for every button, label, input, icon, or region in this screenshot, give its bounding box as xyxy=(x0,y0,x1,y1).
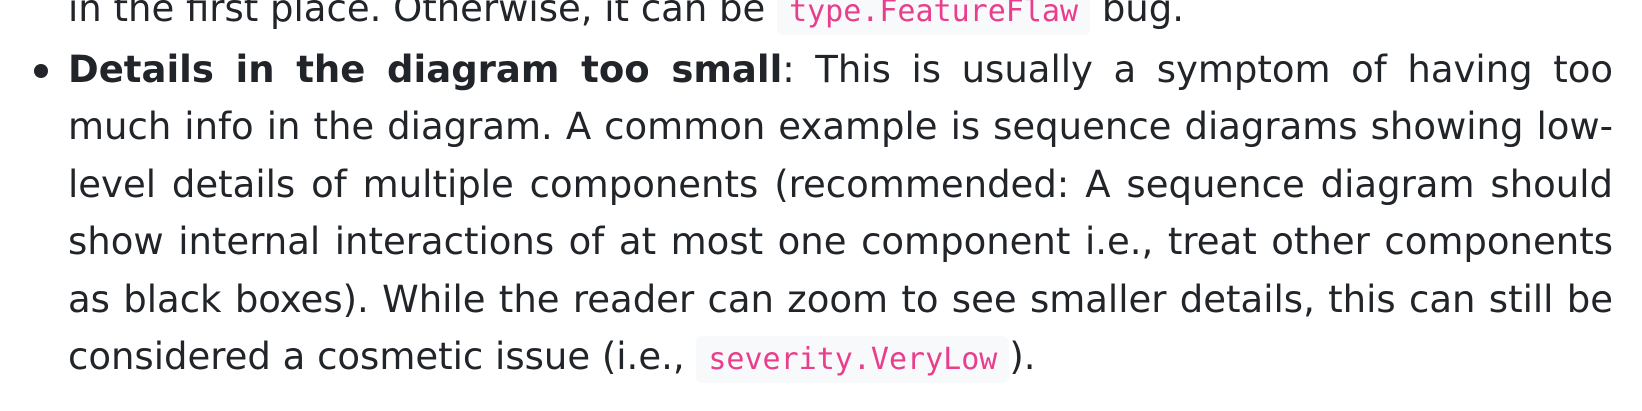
item-description-continued: While the reader can zoom to see smaller… xyxy=(68,277,1613,379)
bullet-list: Details in the diagram too small: This i… xyxy=(34,41,1613,389)
previous-item-tail: in the first place. Otherwise, it can be… xyxy=(68,0,1613,41)
previous-item-text-end: bug. xyxy=(1101,0,1184,30)
list-item: Details in the diagram too small: This i… xyxy=(34,41,1613,389)
item-description-end: ). xyxy=(1009,335,1036,378)
feature-flaw-code: type.FeatureFlaw xyxy=(777,0,1091,35)
item-description: : This is usually a symptom of having to… xyxy=(68,47,1613,321)
item-title: Details in the diagram too small xyxy=(68,47,783,91)
previous-item-text: in the first place. Otherwise, it can be xyxy=(68,0,766,30)
bullet-icon xyxy=(34,41,50,99)
document-body: in the first place. Otherwise, it can be… xyxy=(34,0,1613,389)
severity-code: severity.VeryLow xyxy=(696,336,1010,383)
